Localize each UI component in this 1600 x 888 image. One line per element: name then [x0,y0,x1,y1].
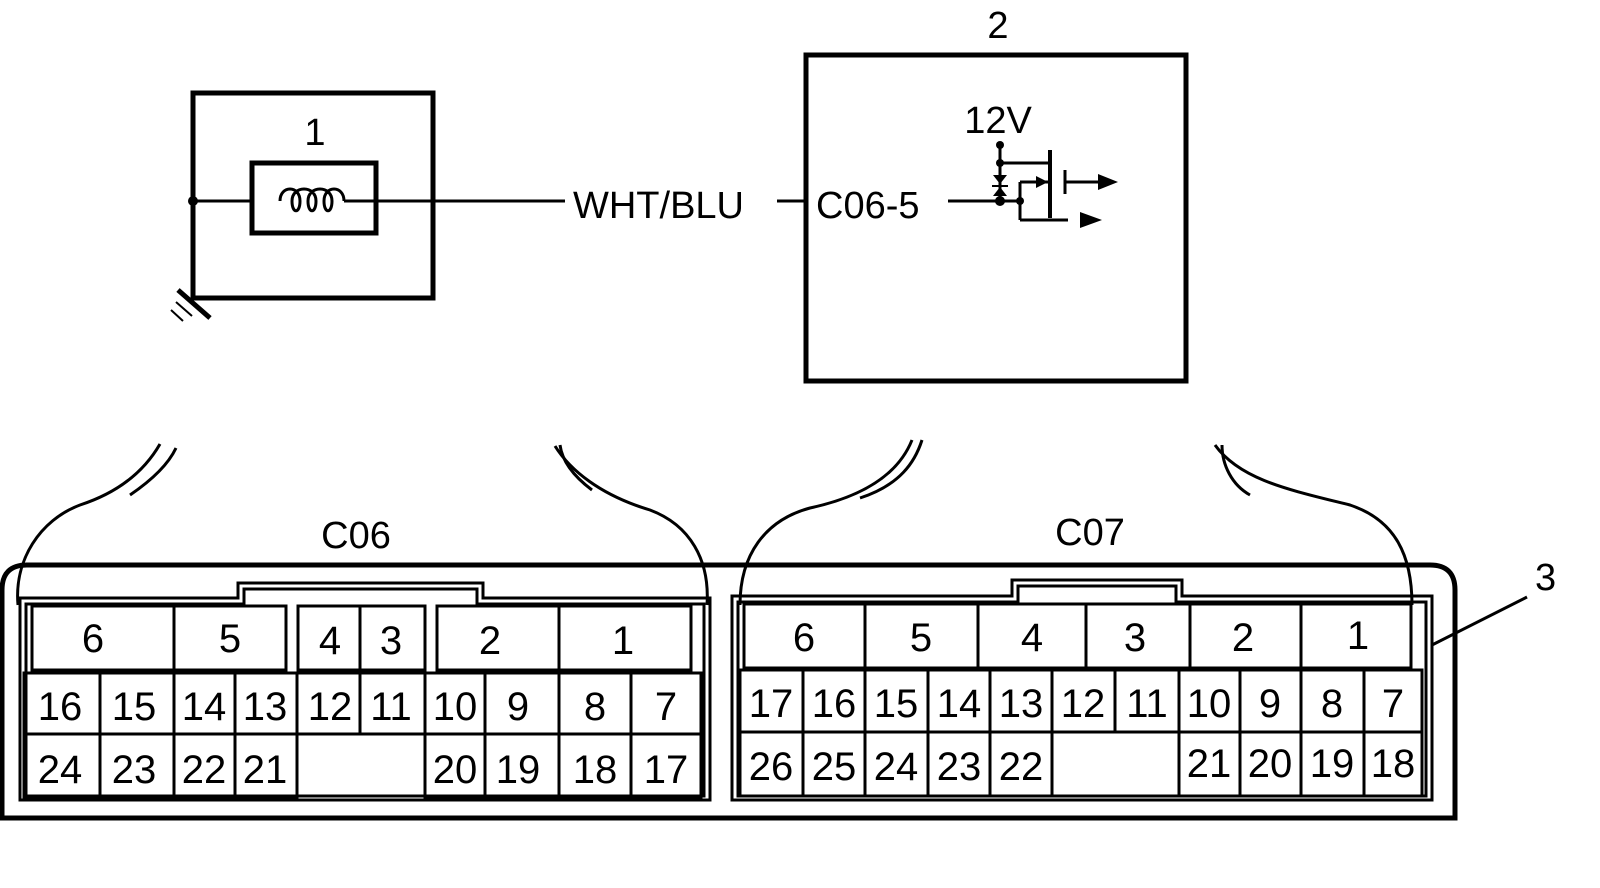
connector-c07-label: C07 [1055,512,1125,554]
coil-icon [278,187,346,213]
c07-pin-row-2: 26 25 24 23 22 21 20 19 18 [738,730,1424,798]
c07-group-5: 5 [910,616,932,660]
c07-pin: 18 [1371,742,1416,786]
c06-pin: 15 [112,685,157,729]
connector-brackets [16,439,1414,606]
c06-pin: 24 [38,748,83,792]
c06-pin: 18 [573,748,618,792]
c06-pin-row-2: 24 23 22 21 20 19 18 17 [22,732,703,800]
wire-color-label: WHT/BLU [573,185,744,227]
c07-group-2: 2 [1232,616,1254,660]
c07-pin: 22 [999,745,1044,789]
c06-group-1: 1 [612,619,634,663]
c06-pin: 10 [433,685,478,729]
c06-pin: 7 [655,685,677,729]
callout-3: 3 [1535,557,1556,599]
c06-group-6: 6 [82,617,104,661]
c07-pin: 19 [1310,742,1355,786]
c06-pin: 17 [644,748,689,792]
callout-1: 1 [304,112,325,154]
c06-group-5: 5 [219,617,241,661]
connector-c06-label: C06 [321,515,391,557]
control-module: 2 C06-5 12V [803,5,1189,384]
c06-pin: 9 [507,685,529,729]
c07-pin: 25 [812,745,857,789]
c07-pin: 21 [1187,742,1232,786]
c06-pin: 21 [243,748,288,792]
connector-c06: C06 6 5 4 3 2 1 16 15 14 [18,515,712,802]
coil-component: 1 [170,90,436,322]
c07-pin-row-1: 17 16 15 14 13 12 11 10 9 8 7 [738,668,1424,734]
c06-pin: 13 [243,685,288,729]
c06-pin: 23 [112,748,157,792]
c06-pin: 16 [38,685,83,729]
c07-pin: 10 [1187,682,1232,726]
c07-pin: 24 [874,745,919,789]
c06-pin: 12 [308,685,353,729]
terminal-label: C06-5 [816,185,920,227]
c07-pin: 9 [1259,682,1281,726]
connector-c07: C07 6 5 4 3 2 1 17 16 15 [730,512,1434,802]
ground-icon [170,288,212,322]
c07-pin: 26 [749,745,794,789]
c07-pin: 15 [874,682,919,726]
c06-pin: 22 [182,748,227,792]
callout-2: 2 [987,5,1008,47]
c06-pin: 19 [496,748,541,792]
c07-pin: 23 [937,745,982,789]
c07-pin: 7 [1382,682,1404,726]
c06-pin: 8 [584,685,606,729]
c07-pin: 12 [1061,682,1106,726]
c06-group-2: 2 [479,619,501,663]
wire: WHT/BLU [376,185,806,227]
c07-pin: 11 [1126,682,1168,726]
c07-pin: 17 [749,682,794,726]
c06-pin: 14 [182,685,227,729]
c07-pin: 20 [1248,742,1293,786]
c07-pin: 13 [999,682,1044,726]
c07-pin: 14 [937,682,982,726]
c07-group-3: 3 [1124,616,1146,660]
c06-pin-row-1: 16 15 14 13 12 11 10 9 8 7 [22,671,703,736]
c06-pin: 11 [370,685,412,729]
c07-group-1: 1 [1347,614,1369,658]
c07-group-6: 6 [793,616,815,660]
c07-group-4: 4 [1021,616,1043,660]
connector-housing: 3 [0,557,1556,821]
c07-pin: 16 [812,682,857,726]
supply-voltage-label: 12V [964,100,1032,142]
c06-pin: 20 [433,748,478,792]
c06-group-4: 4 [319,619,341,663]
c06-group-3: 3 [380,619,402,663]
mosfet-icon [992,141,1118,228]
c07-pin: 8 [1321,682,1343,726]
